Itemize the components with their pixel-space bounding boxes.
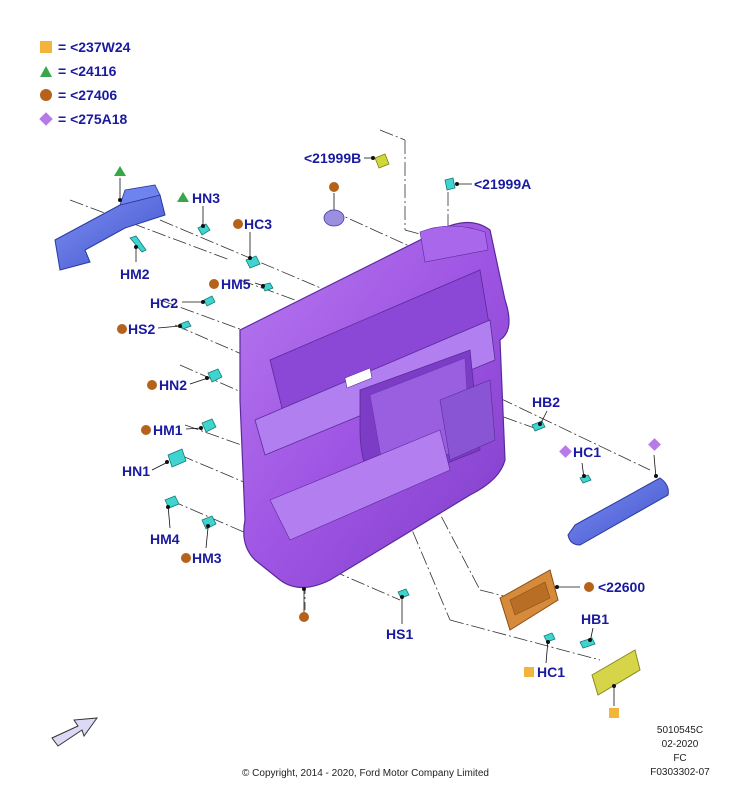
switch-bezel [499,569,559,631]
drawing-code: 5010545C [656,725,704,736]
callout-HM4: HM4 [150,531,180,547]
pointer-dots [118,156,658,688]
fastener-clips [129,223,596,649]
material-markers [114,166,661,718]
callout-HN2: HN2 [159,377,188,393]
legend-row-circle: = <27406 [40,86,117,104]
callout-HC2: HC2 [150,295,179,311]
legend-row-diamond: = <275A18 [39,110,128,128]
callout-HN3: HN3 [192,190,221,206]
legend-row-triangle: = <24116 [40,62,116,80]
legend-text: = <237W24 [58,39,131,55]
callout-HC3: HC3 [244,216,273,232]
map-pocket [591,649,641,696]
drawing-region: FC [673,753,687,764]
copyright-notice: © Copyright, 2014 - 2020, Ford Motor Com… [242,768,489,779]
armrest-pull-handle [567,477,669,546]
callout-21999B: <21999B [304,150,362,166]
door-trim-panel [239,221,510,589]
callout-HB2: HB2 [532,394,561,410]
legend-text: = <24116 [58,63,117,79]
callout-HS1: HS1 [386,626,414,642]
figure-number: F0303302-07 [650,767,710,778]
forward-direction-arrow-icon [51,717,99,747]
callout-HC1-lower: HC1 [537,664,566,680]
callout-21999A: <21999A [474,176,532,192]
callout-HM2: HM2 [120,266,150,282]
square-symbol-icon [40,41,52,53]
circle-symbol-icon [40,89,52,101]
upper-bracket [54,184,166,271]
legend-text: = <27406 [58,87,118,103]
callout-HN1: HN1 [122,463,151,479]
callout-HM3: HM3 [192,550,222,566]
legend-row-square: = <237W24 [40,38,130,56]
callout-HM5: HM5 [221,276,251,292]
callout-HC1-armrest: HC1 [573,444,602,460]
callout-HS2: HS2 [128,321,156,337]
callout-HM1: HM1 [153,422,183,438]
legend-text: = <275A18 [58,111,128,127]
triangle-symbol-icon [40,65,52,77]
callout-HB1: HB1 [581,611,610,627]
drawing-date: 02-2020 [661,739,699,750]
callout-22600: <22600 [598,579,646,595]
trim-caps [323,153,456,227]
